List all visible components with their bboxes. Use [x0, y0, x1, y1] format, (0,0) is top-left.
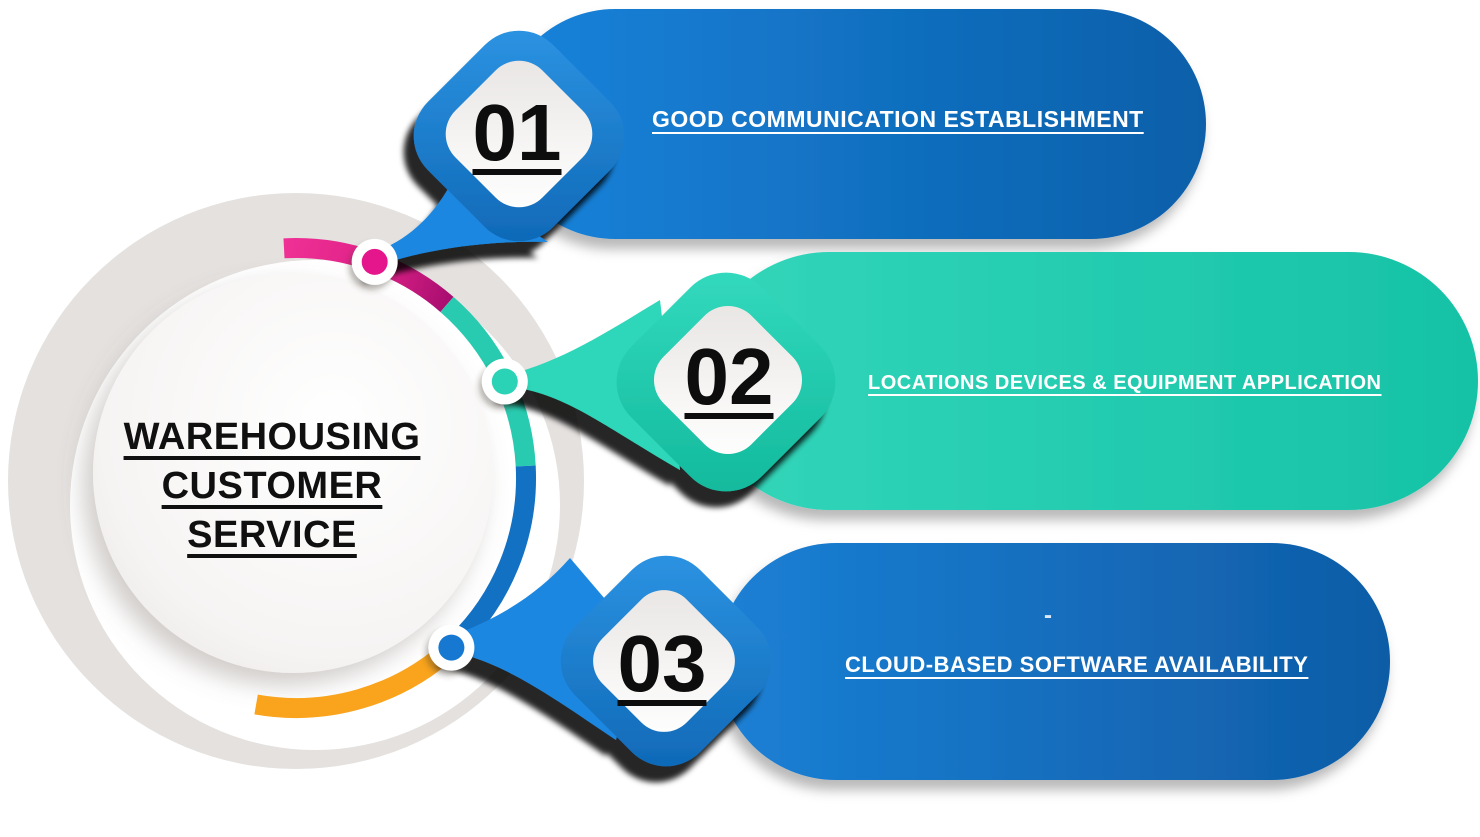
arc-segment-orange [254, 640, 459, 718]
banner-2-background [700, 252, 1478, 510]
banner-3-background [718, 543, 1390, 780]
stray-dash-mark: - [1044, 602, 1052, 629]
step-3-number: 03 [617, 619, 707, 708]
node-2 [481, 358, 528, 405]
node-1 [351, 238, 398, 285]
step-2-number: 02 [684, 332, 774, 421]
center-title-line-3: SERVICE [187, 514, 357, 556]
node-3-dot [438, 634, 465, 661]
center-title-line-1: WAREHOUSING [123, 416, 421, 458]
step-2-label: LOCATIONS DEVICES & EQUIPMENT APPLICATIO… [868, 372, 1382, 394]
badge-01-pointer-tail [372, 180, 548, 267]
badge-02-diamond-face [653, 305, 803, 455]
node-2-dot [491, 368, 518, 395]
center-title: WAREHOUSING CUSTOMER SERVICE [96, 413, 448, 560]
badge-01-diamond-face [445, 60, 593, 208]
node-1-dot [361, 248, 388, 275]
step-3-label: CLOUD-BASED SOFTWARE AVAILABILITY [845, 652, 1309, 677]
badge-02-group [506, 272, 836, 492]
badge-01-group [372, 30, 625, 267]
inner-white-circle [93, 273, 493, 673]
node-3 [428, 624, 475, 671]
step-1-number: 01 [472, 88, 562, 177]
badge-03-diamond-face [593, 590, 735, 732]
badge-03-group [448, 555, 772, 767]
banner-1-background [500, 9, 1206, 239]
center-title-line-2: CUSTOMER [161, 465, 383, 507]
step-1-label: GOOD COMMUNICATION ESTABLISHMENT [652, 106, 1144, 132]
